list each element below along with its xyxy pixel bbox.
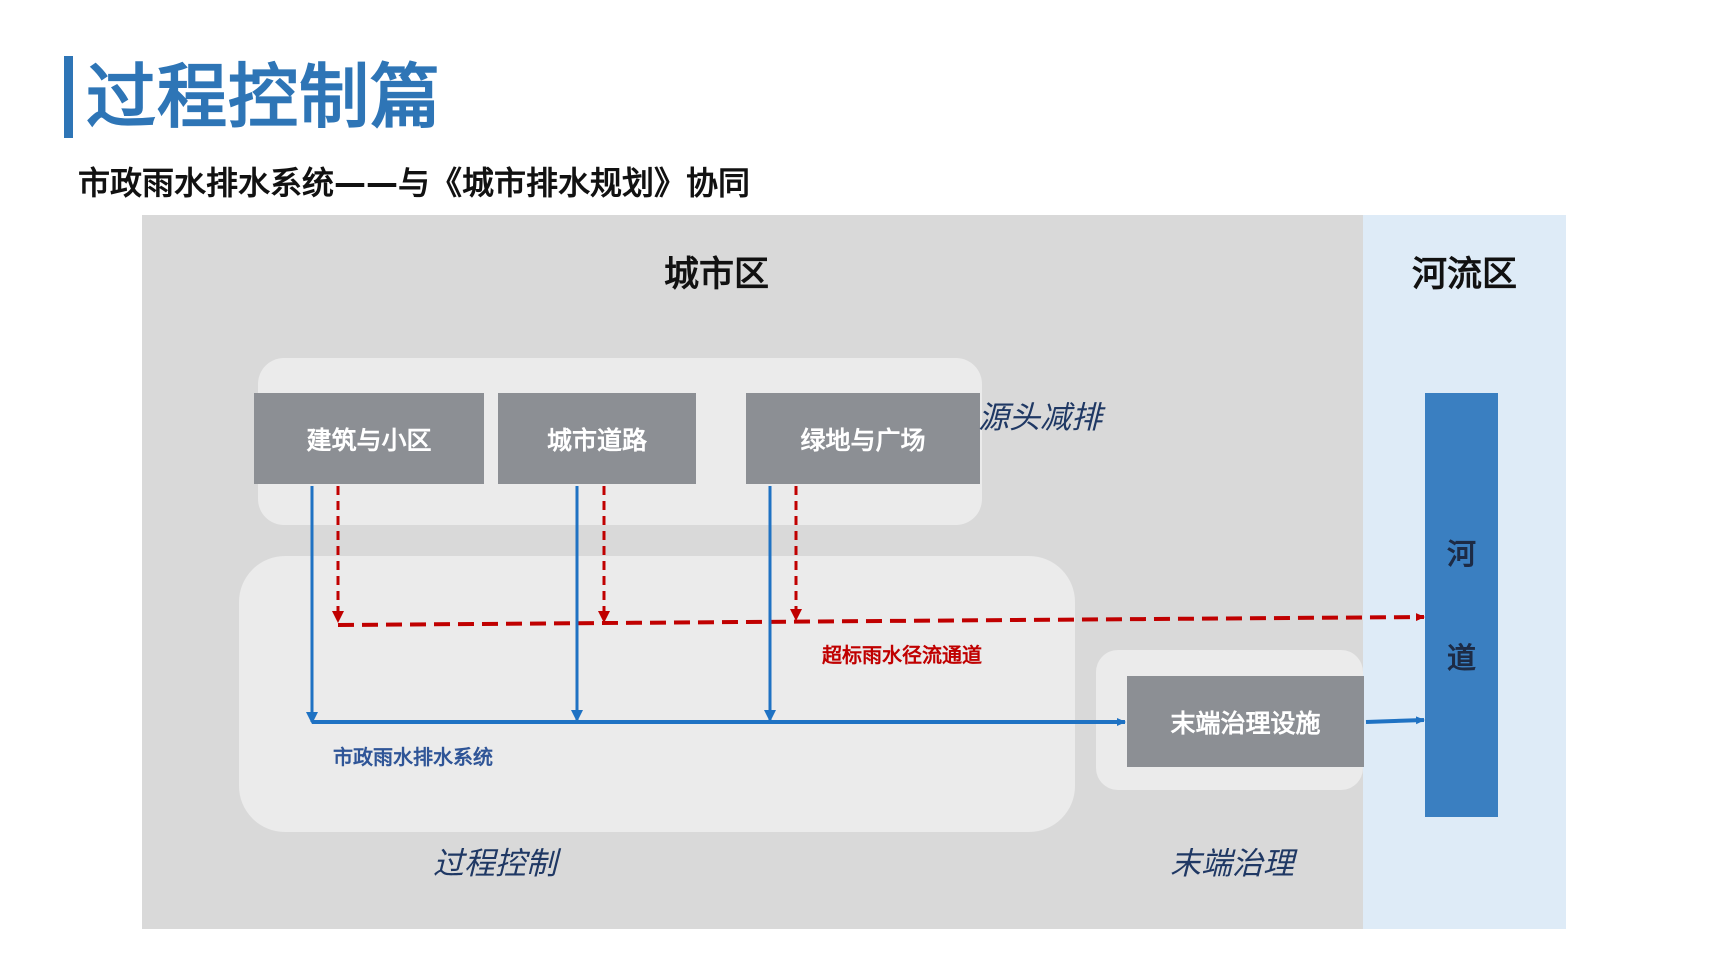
municipal-drainage-label: 市政雨水排水系统 bbox=[333, 745, 493, 769]
city-zone-title: 城市区 bbox=[664, 255, 770, 295]
river-channel-char-1: 河 bbox=[1446, 537, 1476, 571]
river-zone-title: 河流区 bbox=[1412, 255, 1518, 295]
page-subtitle: 市政雨水排水系统——与《城市排水规划》协同 bbox=[78, 164, 751, 202]
terminal-facility-box: 末端治理设施 bbox=[1127, 676, 1364, 767]
stage-label-terminal: 末端治理 bbox=[1170, 846, 1294, 882]
stage-label-source: 源头减排 bbox=[978, 400, 1102, 436]
source-box-roads: 城市道路 bbox=[498, 393, 696, 484]
overflow-channel-label: 超标雨水径流通道 bbox=[822, 643, 982, 667]
process-panel bbox=[239, 556, 1075, 832]
overflow-channel-arrow bbox=[337, 613, 1425, 627]
river-channel-bar: 河 道 bbox=[1425, 393, 1498, 817]
source-box-buildings: 建筑与小区 bbox=[254, 393, 484, 484]
page-title: 过程控制篇 bbox=[86, 56, 441, 138]
source-box-greenland: 绿地与广场 bbox=[746, 393, 980, 484]
title-accent-bar bbox=[64, 56, 73, 138]
stage-label-process: 过程控制 bbox=[433, 846, 557, 882]
terminal-to-river-arrow bbox=[1365, 716, 1425, 725]
river-channel-char-2: 道 bbox=[1446, 641, 1476, 675]
